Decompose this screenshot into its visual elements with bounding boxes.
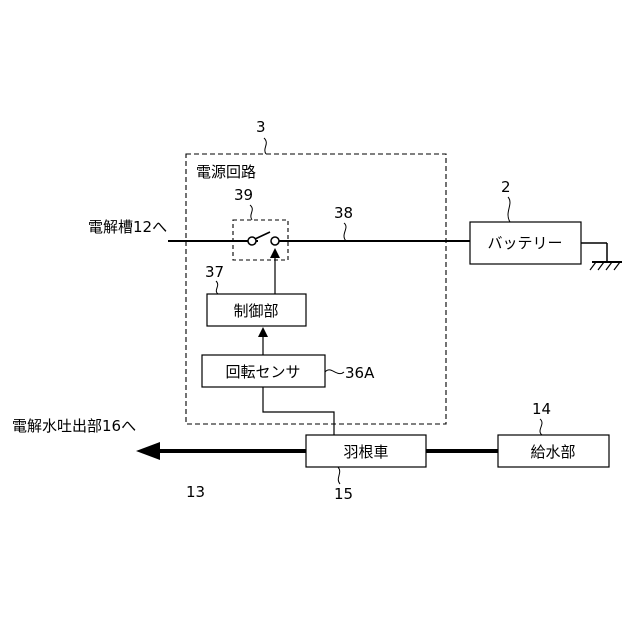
switch-ref: 39 — [234, 186, 253, 204]
power-circuit-leader — [264, 138, 266, 154]
control-unit-leader — [216, 281, 218, 294]
to-electrolytic-tank-label: 電解槽12へ — [88, 218, 167, 236]
pipe-arrow-head — [136, 442, 160, 460]
rotation-sensor-ref: 36A — [345, 364, 375, 382]
control-unit-label: 制御部 — [233, 302, 278, 320]
impeller-leader — [338, 467, 340, 484]
sensor-impeller-link — [263, 387, 334, 435]
impeller-ref: 15 — [334, 485, 353, 503]
impeller-label: 羽根車 — [343, 443, 388, 461]
to-outlet-label: 電解水吐出部16へ — [12, 417, 136, 435]
battery-label: バッテリー — [487, 234, 562, 252]
battery-leader — [508, 197, 510, 222]
water-supply-label: 給水部 — [530, 443, 575, 461]
switch-contact-left — [248, 237, 256, 245]
ground-icon — [590, 262, 622, 270]
line-ref: 38 — [334, 204, 353, 222]
switch-contact-right — [271, 237, 279, 245]
sensor-to-control-arrow — [258, 327, 268, 337]
control-to-switch-arrow — [270, 248, 280, 258]
water-supply-leader — [540, 419, 542, 435]
water-supply-ref: 14 — [532, 400, 551, 418]
line-leader — [344, 223, 346, 241]
switch-leader — [250, 205, 252, 220]
power-circuit-ref: 3 — [256, 118, 266, 136]
rotation-sensor-label: 回転センサ — [225, 363, 300, 381]
control-unit-ref: 37 — [205, 263, 224, 281]
power-circuit-title: 電源回路 — [196, 163, 256, 181]
rotation-sensor-leader — [325, 370, 344, 374]
battery-ref: 2 — [501, 178, 511, 196]
pipe-ref: 13 — [186, 483, 205, 501]
switch-blade — [255, 232, 270, 239]
